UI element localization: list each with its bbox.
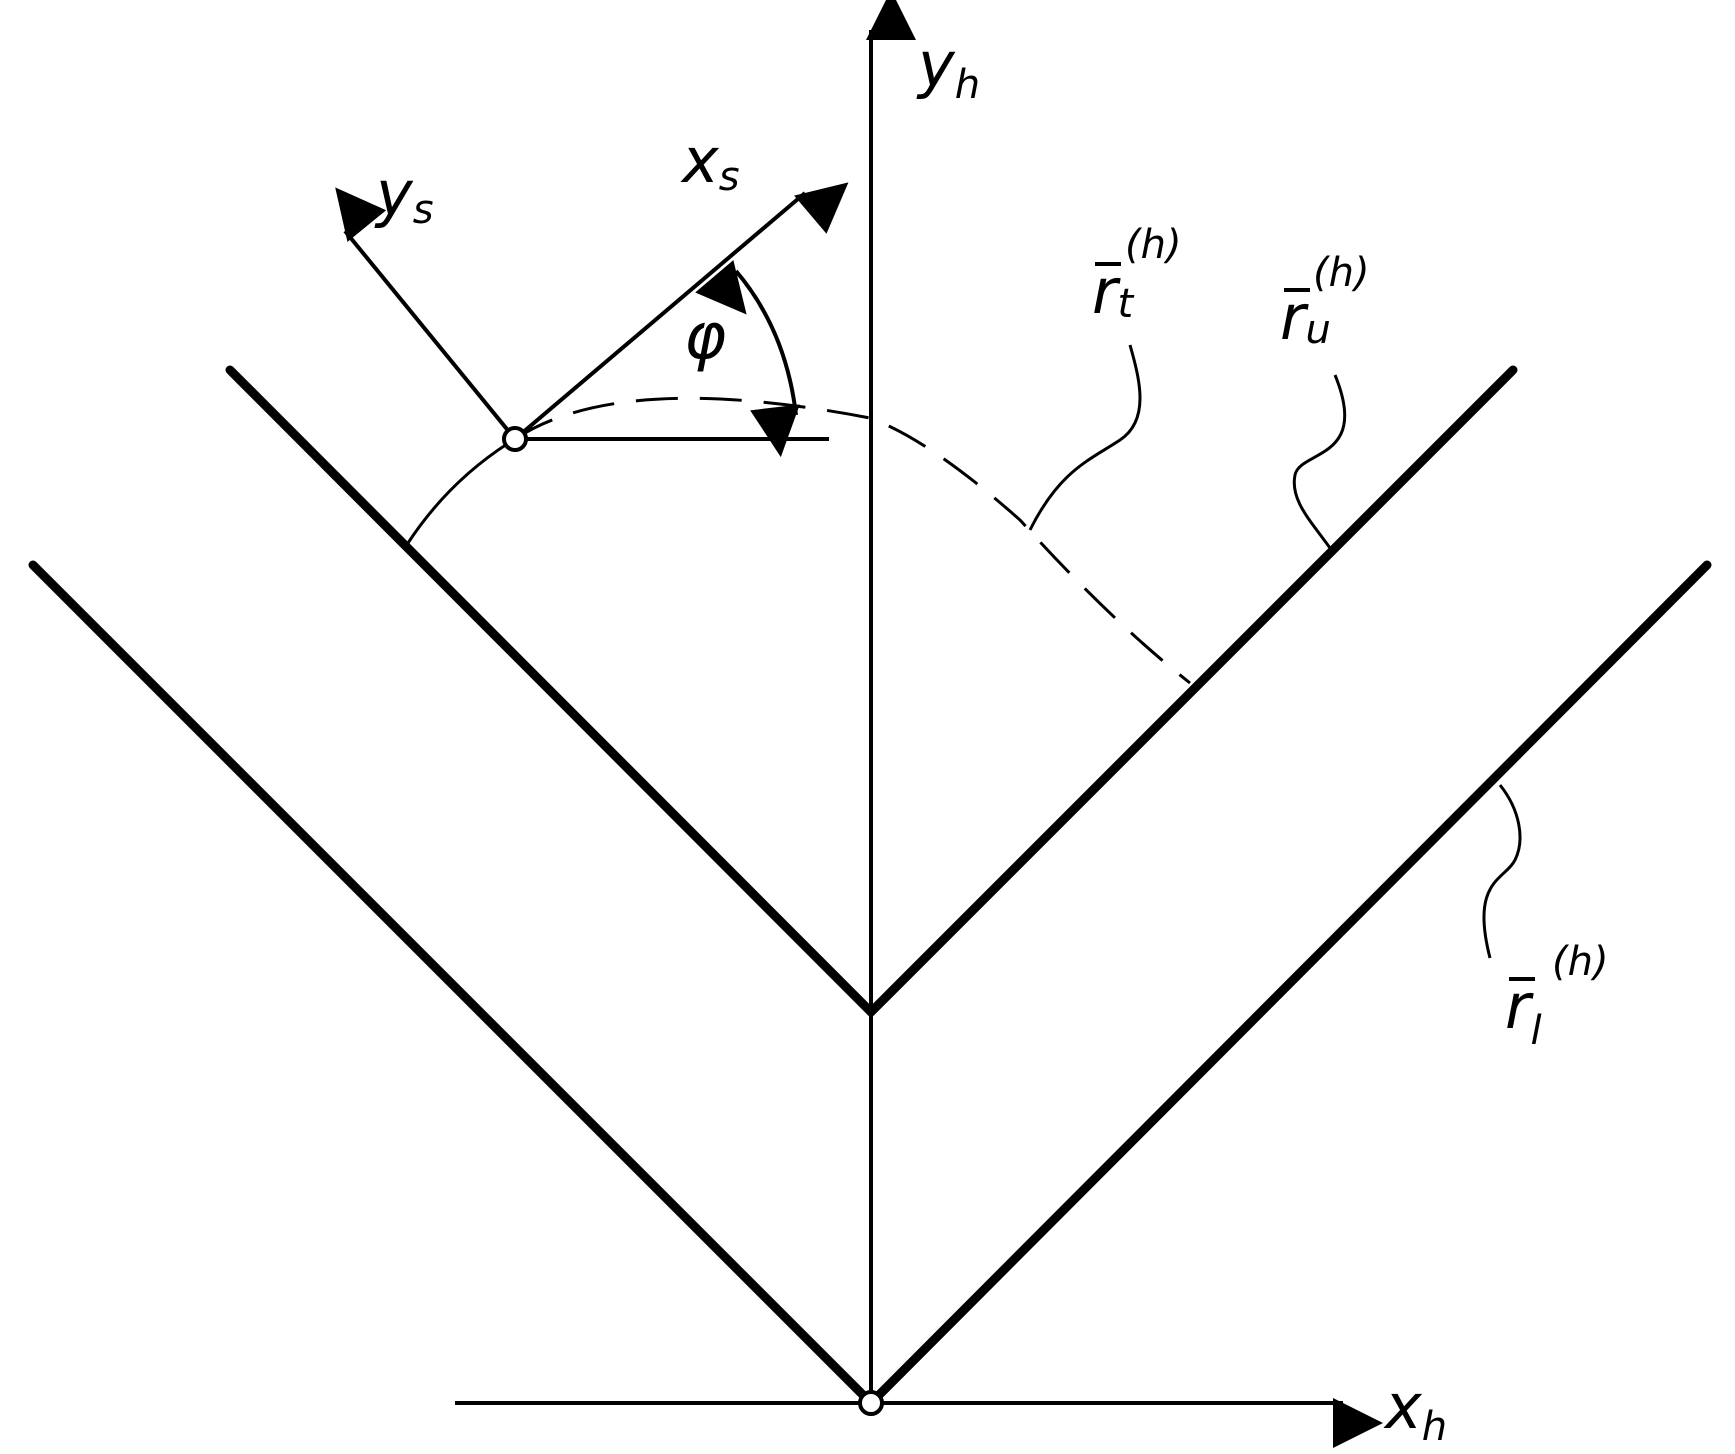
svg-text:(h): (h) (1313, 250, 1370, 296)
outer-profile-left (28, 560, 876, 1408)
transition-curve-left-solid (406, 437, 516, 544)
svg-text:(h): (h) (1552, 939, 1609, 985)
inner-profile-right (866, 365, 1518, 1017)
x-s-axis (513, 182, 849, 441)
svg-text:rl: rl (1505, 970, 1542, 1054)
leader-r-l (1482, 784, 1522, 959)
svg-text:rt: rt (1092, 255, 1135, 328)
label-x-h: xh (1383, 1370, 1447, 1450)
y-s-axis (335, 187, 517, 441)
transition-curve-dashed (514, 396, 1191, 685)
label-r-u: ru (h) (1280, 250, 1370, 354)
inner-profile-left (225, 365, 876, 1017)
phi-angle-arc (695, 260, 800, 458)
fixed-origin-point (858, 1390, 884, 1416)
svg-text:(h): (h) (1125, 222, 1182, 268)
leader-r-t (1028, 344, 1142, 531)
label-r-t: rt (h) (1092, 222, 1182, 328)
axes (335, 0, 1383, 1448)
moving-origin-point (502, 426, 528, 452)
svg-text:ru: ru (1280, 281, 1331, 354)
leader-r-u (1292, 374, 1347, 549)
label-y-s: ys (374, 157, 434, 233)
label-r-l: rl (h) (1505, 939, 1609, 1054)
label-y-h: yh (916, 28, 980, 108)
outer-profile-right (866, 560, 1712, 1408)
transition-curve (406, 396, 1191, 685)
leader-lines (1028, 344, 1522, 959)
label-x-s: xs (680, 124, 740, 200)
label-phi: φ (684, 300, 726, 374)
profile-lines (28, 365, 1712, 1408)
